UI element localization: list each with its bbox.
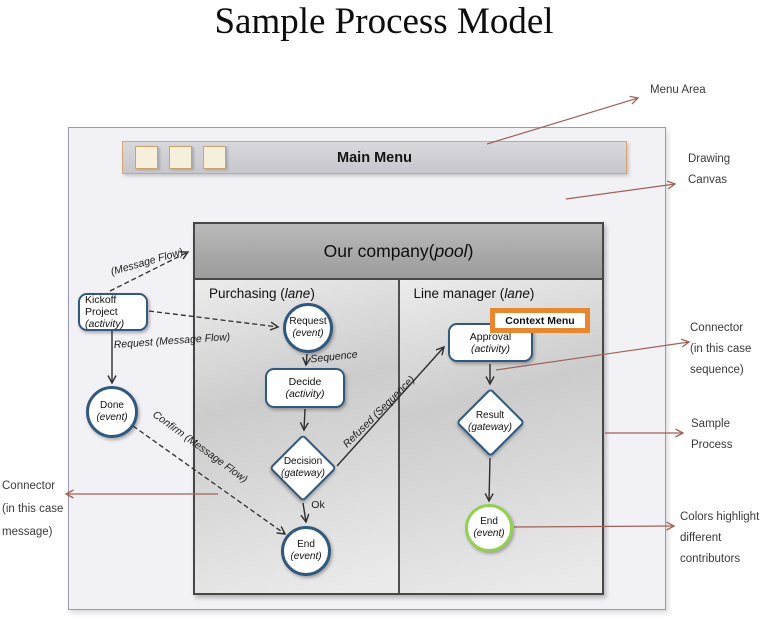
event-done[interactable]: Done (event) <box>86 386 138 438</box>
menu-button-icon[interactable] <box>203 146 226 169</box>
lane-label-suffix: ) <box>310 286 315 301</box>
main-menu-bar[interactable]: Main Menu <box>122 141 627 174</box>
annotation-line: sequence) <box>690 364 744 376</box>
lane-label-italic: lane <box>284 286 311 301</box>
activity-decide[interactable]: Decide (activity) <box>265 368 345 408</box>
node-label: End <box>297 539 315 550</box>
flow-label-ok: Ok <box>311 499 325 511</box>
annotation-line: (in this case <box>690 343 752 355</box>
node-type-label: (event) <box>96 412 128 423</box>
main-menu-label: Main Menu <box>337 149 412 166</box>
node-label: Done <box>100 400 124 411</box>
annotation-line: Sample <box>691 418 730 430</box>
annotation-line: Colors highlight <box>680 511 760 523</box>
annotation-line: contributors <box>680 553 741 565</box>
annotation-drawing-canvas: Drawing Canvas <box>688 149 730 191</box>
annotation-line: Process <box>691 439 733 451</box>
lane-label-suffix: ) <box>529 286 535 301</box>
context-menu-label: Context Menu <box>505 314 575 327</box>
node-label: Kickoff Project <box>85 294 118 318</box>
node-label: Result <box>475 410 505 421</box>
pool-our-company: Our company(pool) Purchasing (lane) Line… <box>193 222 604 595</box>
node-label: End <box>480 516 498 527</box>
annotation-sample-process: Sample Process <box>691 414 733 456</box>
annotation-line: (in this case <box>2 503 64 515</box>
event-end-manager[interactable]: End (event) <box>465 504 513 552</box>
annotation-line: Drawing <box>688 153 731 165</box>
gateway-result[interactable]: Result (gateway) <box>455 387 525 457</box>
annotation-line: Connector <box>2 480 56 492</box>
pool-title-suffix: ) <box>467 240 474 261</box>
node-type-label: (activity) <box>470 342 511 355</box>
annotation-line: different <box>680 532 722 544</box>
annotation-connector-sequence: Connector (in this case sequence) <box>690 318 751 381</box>
annotation-menu-area: Menu Area <box>650 84 706 96</box>
lane-label-italic: lane <box>504 286 530 301</box>
annotation-line: message) <box>2 526 53 538</box>
annotation-colors-note: Colors highlight different contributors <box>680 507 759 570</box>
activity-kickoff-project[interactable]: Kickoff Project (activity) <box>78 293 148 331</box>
menu-button-icon[interactable] <box>135 146 158 169</box>
node-label: Decision <box>283 456 323 467</box>
event-request[interactable]: Request (event) <box>283 303 333 353</box>
node-type-label: (gateway) <box>281 468 325 479</box>
lane-label: Purchasing ( <box>209 286 285 301</box>
node-label: Approval <box>469 330 512 343</box>
node-type-label: (activity) <box>85 318 125 330</box>
node-label: Decide <box>288 376 322 388</box>
node-label: Request <box>289 316 327 327</box>
gateway-decision[interactable]: Decision (gateway) <box>269 434 337 502</box>
lane-label: Line manager ( <box>413 286 505 301</box>
node-type-label: (event) <box>292 328 324 339</box>
context-menu[interactable]: Context Menu <box>490 308 590 333</box>
pool-title-italic: pool <box>434 240 468 261</box>
node-type-label: (gateway) <box>468 422 512 433</box>
event-end-purchasing[interactable]: End (event) <box>281 526 331 576</box>
annotation-line: Connector <box>690 322 744 334</box>
annotation-line: Canvas <box>688 174 727 186</box>
annotation-connector-message: Connector (in this case message) <box>2 475 63 544</box>
pool-title: Our company( <box>323 240 435 261</box>
node-type-label: (event) <box>473 528 505 539</box>
node-type-label: (activity) <box>285 388 325 400</box>
page-title: Sample Process Model <box>214 1 554 42</box>
menu-button-icon[interactable] <box>169 146 192 169</box>
node-type-label: (event) <box>290 551 322 562</box>
pool-header: Our company(pool) <box>195 224 602 280</box>
